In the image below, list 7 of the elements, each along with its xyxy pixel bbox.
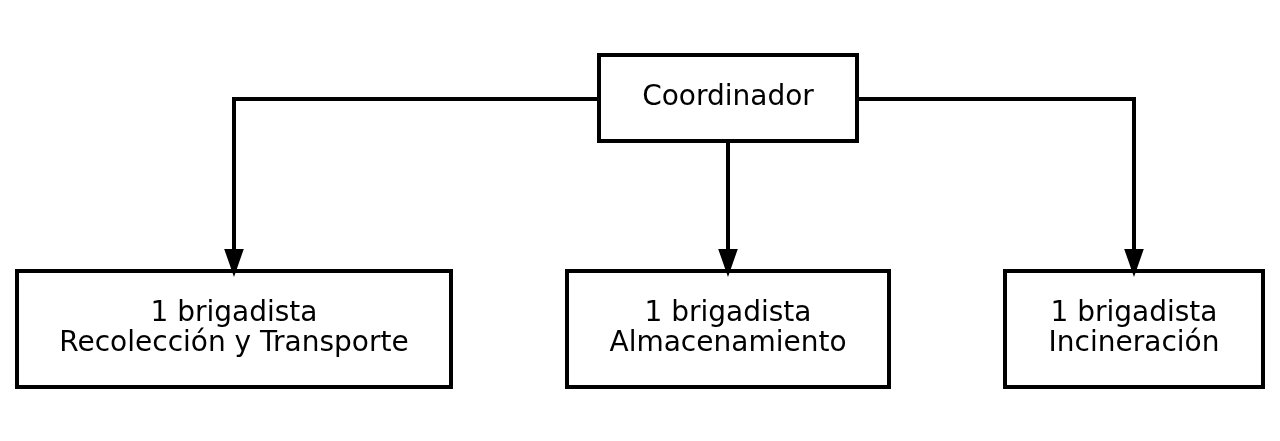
node-box: 1 brigadista Incineración [1003,268,1265,389]
arrow [224,96,599,277]
arrow [857,96,1144,277]
node-box: 1 brigadista Recolección y Transporte [15,268,453,389]
node-box: 1 brigadista Almacenamiento [565,268,891,389]
arrow [718,140,738,277]
node-box: Coordinador [597,52,859,143]
